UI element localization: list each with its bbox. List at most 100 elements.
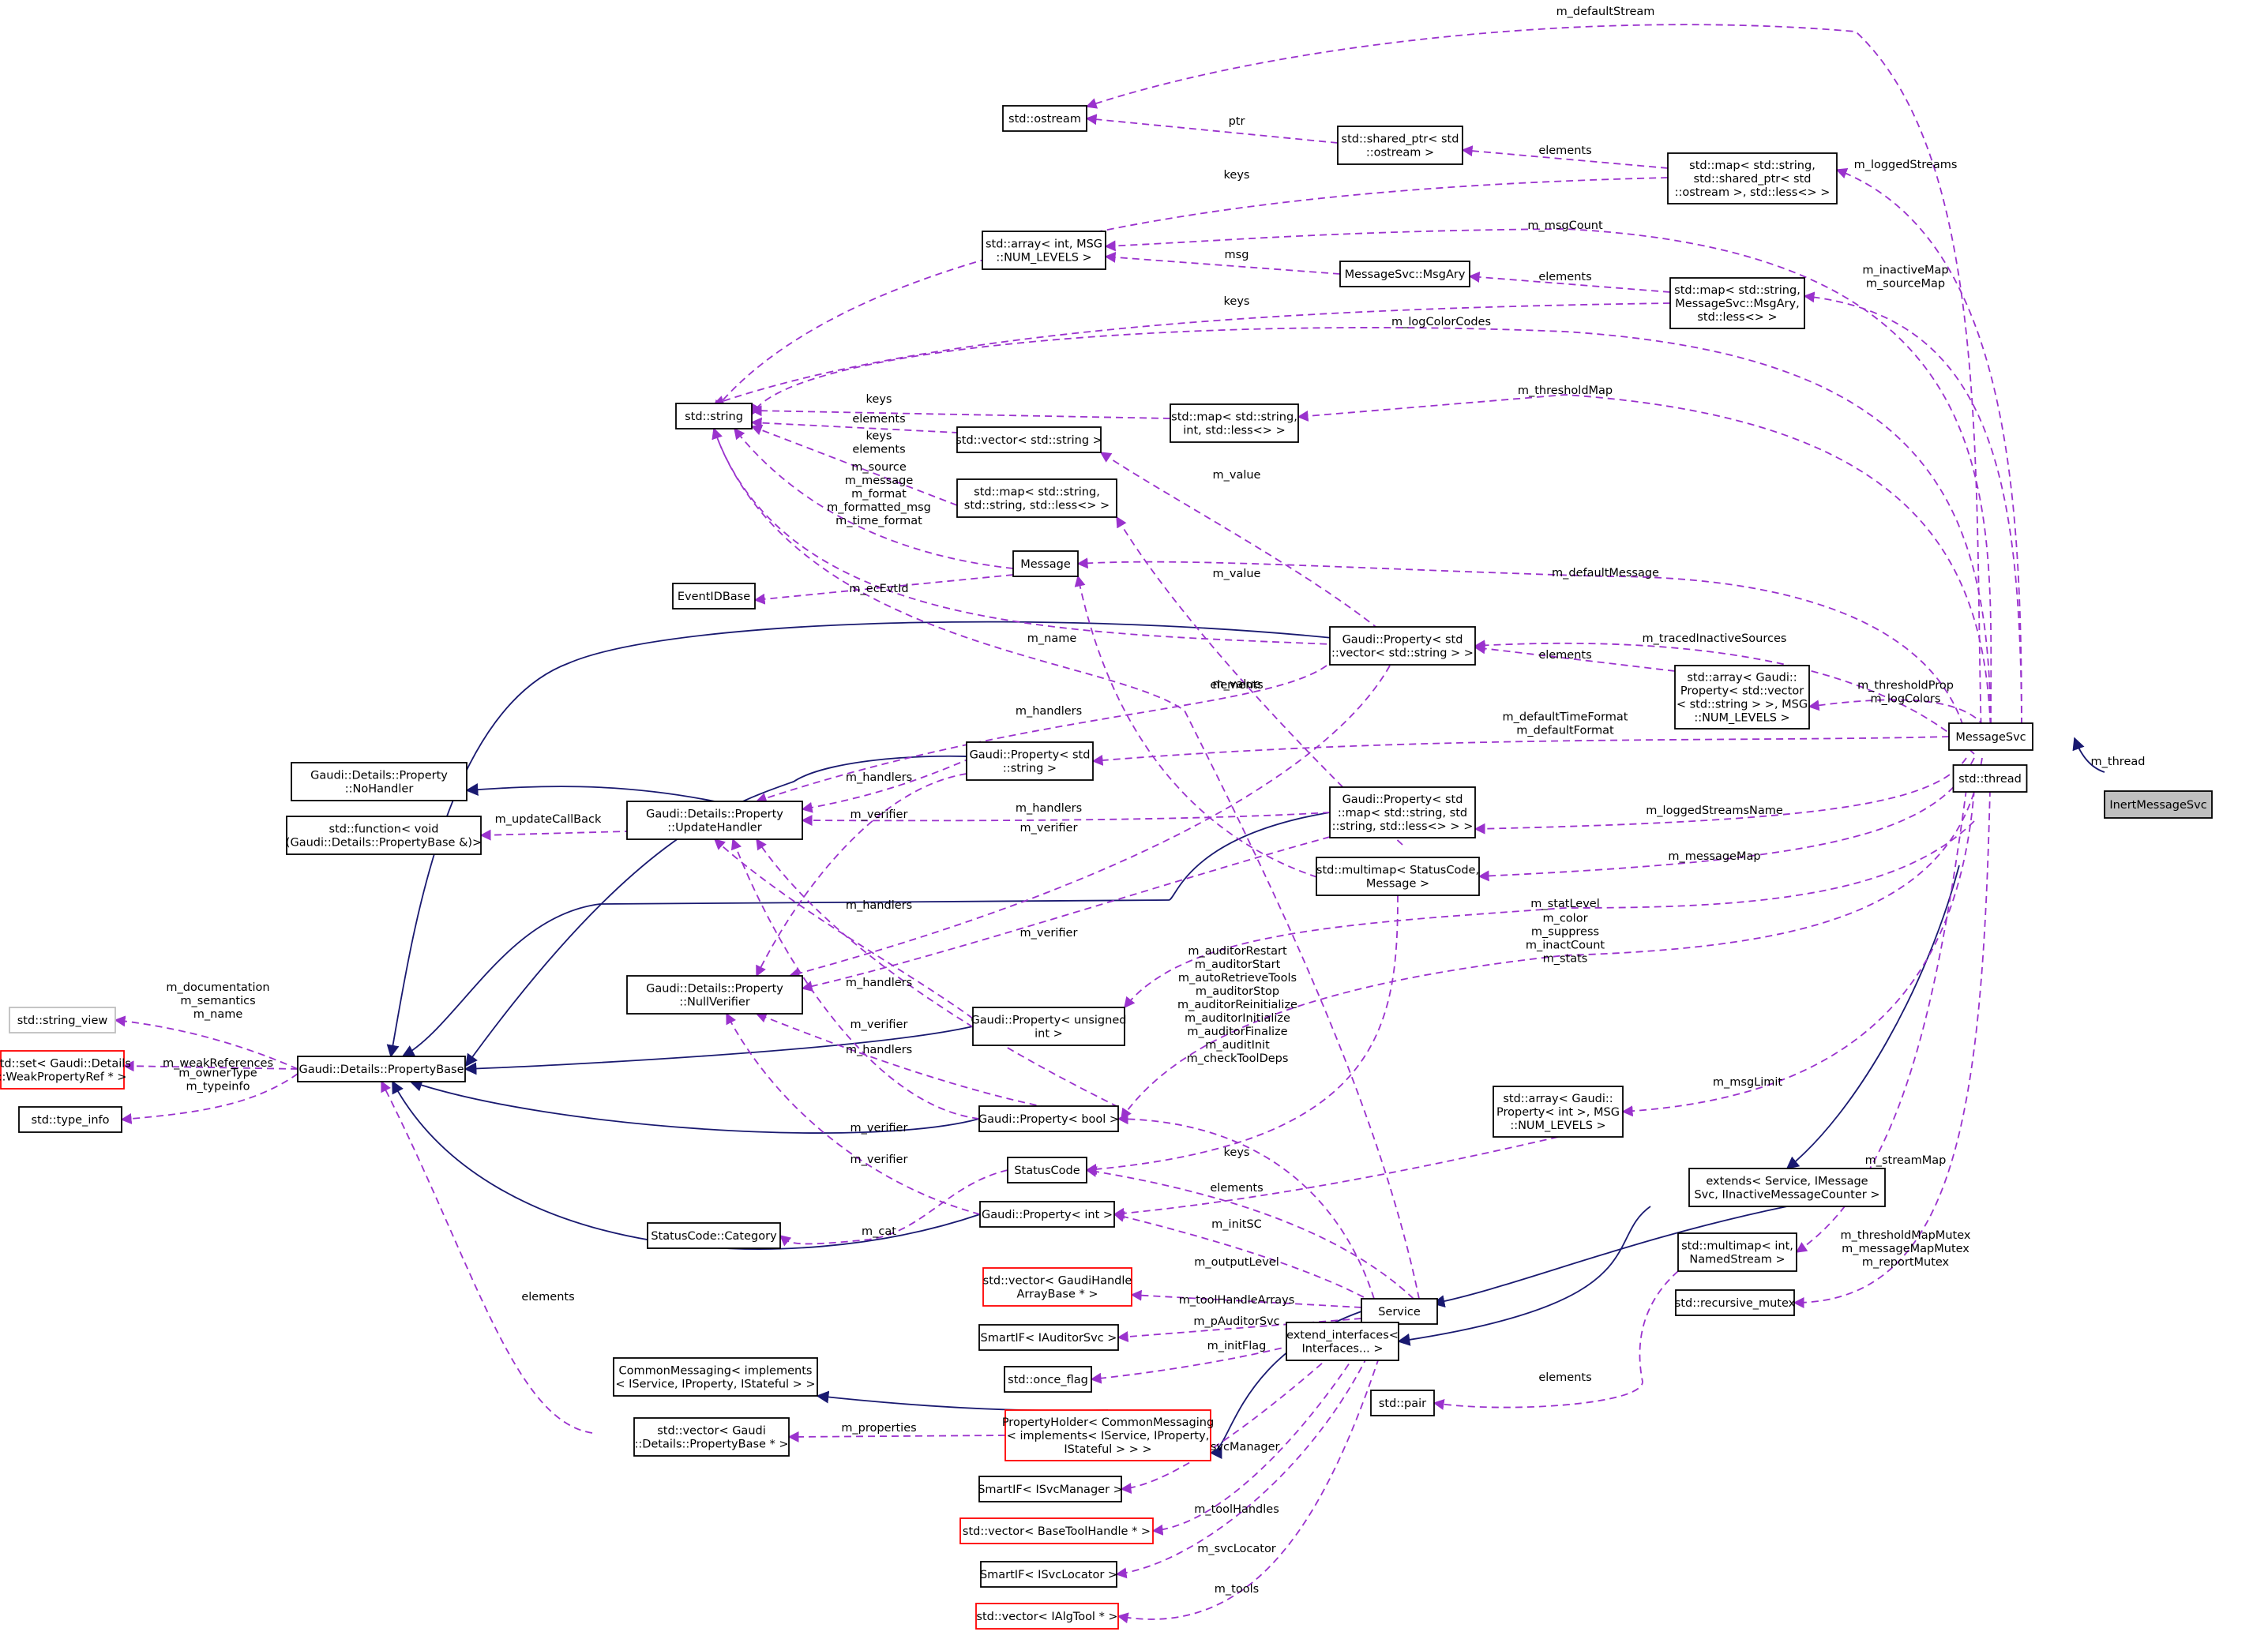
class-node-updatehandler[interactable]: Gaudi::Details::Property::UpdateHandler xyxy=(626,801,803,840)
class-node-box xyxy=(1004,1366,1092,1393)
edge-label-elem6: elements xyxy=(1210,1182,1263,1195)
usage-arrow-67 xyxy=(1793,789,1991,1308)
class-node-label: std::multimap< StatusCode, xyxy=(1316,865,1479,877)
class-node-extiface[interactable]: extend_interfaces<Interfaces... > xyxy=(1286,1322,1399,1361)
class-node-eventid[interactable]: EventIDBase xyxy=(672,583,756,610)
class-node-vecpropbase[interactable]: std::vector< Gaudi::Details::PropertyBas… xyxy=(633,1417,790,1457)
class-node-multimapsc[interactable]: std::multimap< StatusCode,Message > xyxy=(1316,857,1480,896)
class-node-sharedptr[interactable]: std::shared_ptr< std::ostream > xyxy=(1337,126,1463,165)
edge-label-defaultTime: m_defaultTimeFormat xyxy=(1503,711,1628,724)
usage-arrow-39 xyxy=(801,757,972,813)
class-node-function[interactable]: std::function< void(Gaudi::Details::Prop… xyxy=(286,816,482,855)
class-node-arrayint[interactable]: std::array< int, MSG::NUM_LEVELS > xyxy=(982,231,1106,270)
class-node-msgsvc[interactable]: MessageSvc xyxy=(1948,722,2033,751)
class-node-stdpair[interactable]: std::pair xyxy=(1370,1390,1435,1416)
class-node-propint[interactable]: Gaudi::Property< int > xyxy=(979,1201,1115,1228)
inheritance-arrow-8 xyxy=(401,812,1331,1057)
class-node-label: std::pair xyxy=(1379,1397,1426,1410)
edge-label-value1: m_value xyxy=(1213,469,1261,482)
class-node-vecstring[interactable]: std::vector< std::string > xyxy=(956,426,1102,453)
class-node-box xyxy=(297,1056,466,1082)
edge-label-loggedStreams: m_loggedStreams xyxy=(1854,159,1958,171)
class-node-sccategory[interactable]: StatusCode::Category xyxy=(647,1222,781,1249)
class-node-label: std::map< std::string, xyxy=(1171,411,1297,424)
edge-label-elem8: elements xyxy=(1538,1371,1591,1384)
usage-arrow-77 xyxy=(1117,1323,1391,1624)
class-node-arraypropint[interactable]: std::array< Gaudi::Property< int >, MSG:… xyxy=(1493,1086,1624,1138)
class-node-multimapint[interactable]: std::multimap< int,NamedStream > xyxy=(1677,1232,1797,1272)
edge-label-handlers3: m_handlers xyxy=(1016,802,1082,815)
class-node-label: std::array< Gaudi:: xyxy=(1687,672,1797,685)
usage-arrow-47 xyxy=(801,836,1331,992)
class-node-vecalgtool[interactable]: std::vector< IAlgTool * > xyxy=(975,1603,1119,1630)
class-node-propstring[interactable]: Gaudi::Property< std::string > xyxy=(966,741,1094,781)
class-node-box xyxy=(1669,277,1805,329)
class-node-label: extend_interfaces< xyxy=(1286,1330,1399,1342)
class-node-box xyxy=(1002,105,1087,132)
class-node-stdstring[interactable]: std::string xyxy=(675,403,753,430)
class-node-box xyxy=(626,975,803,1015)
class-node-box xyxy=(1361,1298,1438,1325)
class-node-label: std::vector< Gaudi xyxy=(657,1425,766,1438)
class-node-smartauditor[interactable]: SmartIF< IAuditorSvc > xyxy=(978,1324,1119,1351)
class-node-vecbasetool[interactable]: std::vector< BaseToolHandle * > xyxy=(959,1517,1154,1544)
inheritance-arrow-3 xyxy=(1397,1206,1651,1346)
class-node-typeinfo[interactable]: std::type_info xyxy=(18,1106,122,1133)
edge-label-docgroup: m_semantics xyxy=(180,995,255,1007)
class-node-smartsvcloc[interactable]: SmartIF< ISvcLocator > xyxy=(980,1561,1117,1588)
class-node-label: std::thread xyxy=(1958,773,2022,786)
class-node-statuscode[interactable]: StatusCode xyxy=(1007,1157,1087,1183)
class-node-label: < implements< IService, IProperty, xyxy=(1007,1430,1210,1442)
usage-arrow-72 xyxy=(381,1080,593,1434)
inheritance-arrow-5 xyxy=(816,1390,1109,1412)
class-node-msgary[interactable]: MessageSvc::MsgAry xyxy=(1339,261,1470,287)
class-node-propbool[interactable]: Gaudi::Property< bool > xyxy=(978,1105,1119,1132)
class-node-mapthreshold[interactable]: std::map< std::string,int, std::less<> > xyxy=(1170,403,1299,443)
class-node-label: std::less<> > xyxy=(1697,311,1777,324)
class-node-box xyxy=(978,1476,1122,1502)
class-node-label: ::string, std::less<> > > xyxy=(1332,820,1474,833)
inheritance-arrow-6 xyxy=(386,621,1403,1058)
usage-arrow-15 xyxy=(1461,145,1669,169)
class-node-arrayprop[interactable]: std::array< Gaudi::Property< std::vector… xyxy=(1674,665,1810,730)
class-node-nohandler[interactable]: Gaudi::Details::Property::NoHandler xyxy=(291,762,467,801)
class-node-label: Message xyxy=(1020,558,1071,571)
class-node-commonmsg[interactable]: CommonMessaging< implements< IService, I… xyxy=(613,1357,818,1397)
class-node-propbase[interactable]: Gaudi::Details::PropertyBase xyxy=(297,1056,466,1082)
inheritance-arrow-7 xyxy=(465,755,1031,1067)
class-node-maplogged[interactable]: std::map< std::string,std::shared_ptr< s… xyxy=(1667,152,1838,204)
class-node-thread[interactable]: std::thread xyxy=(1952,764,2028,793)
class-node-stringview[interactable]: std::string_view xyxy=(9,1007,116,1033)
class-node-propvec[interactable]: Gaudi::Property< std::vector< std::strin… xyxy=(1329,626,1476,666)
class-node-mapstrstr[interactable]: std::map< std::string,std::string, std::… xyxy=(956,478,1117,518)
edge-label-auditorgroup: m_auditorReinitialize xyxy=(1177,999,1297,1011)
class-node-propholder[interactable]: PropertyHolder< CommonMessaging< impleme… xyxy=(1002,1409,1214,1461)
class-node-smartsvcmgr[interactable]: SmartIF< ISvcManager > xyxy=(978,1476,1123,1502)
edge-label-inactiveMap: m_sourceMap xyxy=(1866,278,1945,291)
edge-label-keys3: keys xyxy=(866,393,892,406)
usage-arrow-68 xyxy=(1433,1270,1679,1410)
usage-arrow-55 xyxy=(120,1073,299,1124)
edge-label-defaultTime: m_defaultFormat xyxy=(1516,725,1614,737)
class-node-label: Property< int >, MSG xyxy=(1496,1106,1620,1119)
class-node-message[interactable]: Message xyxy=(1012,550,1079,577)
class-node-inert[interactable]: InertMessageSvc xyxy=(2104,790,2213,819)
class-node-ostream[interactable]: std::ostream xyxy=(1002,105,1087,132)
usage-arrow-25 xyxy=(750,417,1102,441)
class-node-setweak[interactable]: std::set< Gaudi::Details::WeakPropertyRe… xyxy=(0,1050,131,1090)
class-node-recmutex[interactable]: std::recursive_mutex xyxy=(1675,1289,1796,1316)
class-node-label: CommonMessaging< implements xyxy=(619,1365,813,1378)
class-node-label: std::ostream xyxy=(1008,113,1081,126)
class-node-service[interactable]: Service xyxy=(1361,1298,1438,1325)
class-node-onceflag[interactable]: std::once_flag xyxy=(1004,1366,1092,1393)
edge-label-msgfields: m_format xyxy=(851,488,907,501)
edge-label-auditorgroup: m_autoRetrieveTools xyxy=(1178,972,1297,985)
edge-label-auditorgroup: m_auditorStart xyxy=(1195,958,1281,971)
class-node-mapinactive[interactable]: std::map< std::string,MessageSvc::MsgAry… xyxy=(1669,277,1805,329)
class-node-propmap[interactable]: Gaudi::Property< std::map< std::string, … xyxy=(1329,786,1476,838)
class-node-nullverifier[interactable]: Gaudi::Details::Property::NullVerifier xyxy=(626,975,803,1015)
class-node-label: ::ostream > xyxy=(1366,147,1434,159)
